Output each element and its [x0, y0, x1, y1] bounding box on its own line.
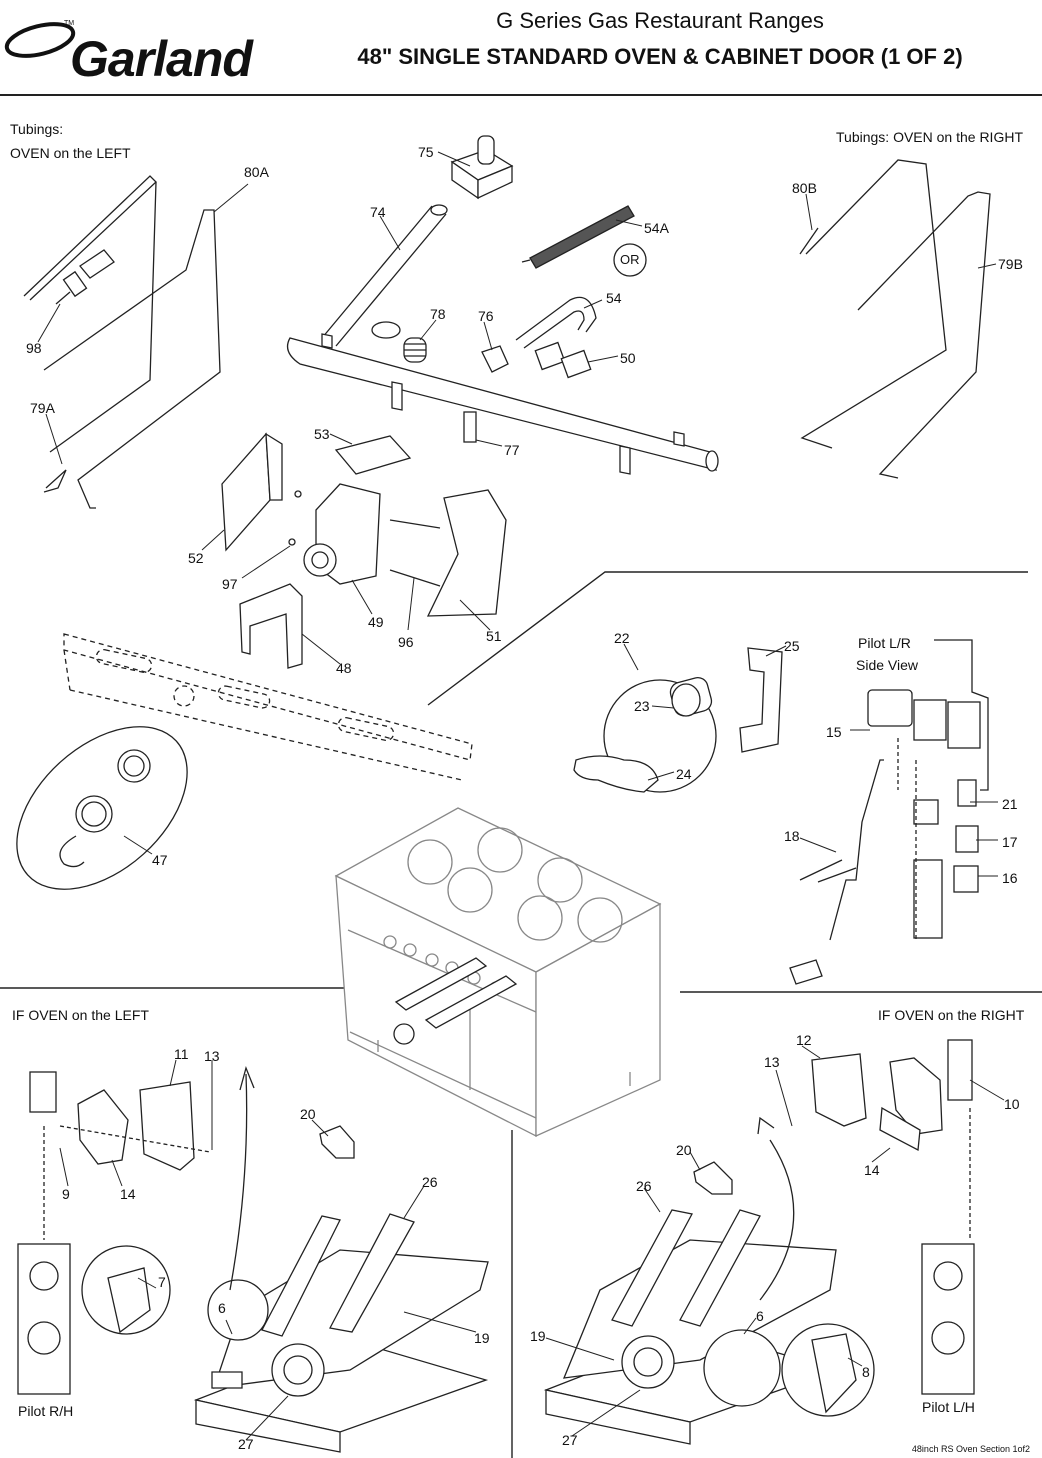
- knob-panel-47: [16, 726, 188, 890]
- tubing-left: [23, 175, 221, 509]
- series-title: G Series Gas Restaurant Ranges: [496, 8, 824, 33]
- part-54a: 54A: [644, 220, 669, 236]
- oven-left-label: IF OVEN on the LEFT: [12, 1007, 149, 1023]
- left-burner-assembly: [193, 1065, 489, 1453]
- part-79a: 79A: [30, 400, 55, 416]
- part-9: 9: [62, 1186, 70, 1202]
- part-47: 47: [152, 852, 168, 868]
- brand-name: Garland: [70, 31, 253, 87]
- pilot-bracket-left: [17, 1071, 211, 1395]
- valve-assembly: [221, 432, 507, 669]
- logo-swoosh-icon: [4, 22, 76, 58]
- part-21: 21: [1002, 796, 1018, 812]
- part-49: 49: [368, 614, 384, 630]
- part-19-left: 19: [474, 1330, 490, 1346]
- tubings-left-label: Tubings:: [10, 121, 64, 137]
- page-title: 48" SINGLE STANDARD OVEN & CABINET DOOR …: [357, 44, 963, 69]
- part-22: 22: [614, 630, 630, 646]
- part-78: 78: [430, 306, 446, 322]
- garland-logo: TM Garland: [4, 8, 304, 87]
- section-dividers: [0, 571, 1042, 1458]
- page-footer: 48inch RS Oven Section 1of2: [911, 1444, 1030, 1454]
- part-19-right: 19: [530, 1328, 546, 1344]
- part-76: 76: [478, 308, 494, 324]
- part-54: 54: [606, 290, 622, 306]
- part-13-left: 13: [204, 1048, 220, 1064]
- fittings: [371, 321, 592, 443]
- part-15: 15: [826, 724, 842, 740]
- part-52: 52: [188, 550, 204, 566]
- right-burner-assembly: [543, 1116, 839, 1445]
- elbow-group: [573, 647, 783, 793]
- range-body: [334, 807, 662, 1138]
- part-75: 75: [418, 144, 434, 160]
- part-24: 24: [676, 766, 692, 782]
- pilot-side-subtitle: Side View: [856, 657, 919, 673]
- part-26-right: 26: [636, 1178, 652, 1194]
- tubing-right: [799, 159, 991, 479]
- part-6-left: 6: [218, 1300, 226, 1316]
- part-26-left: 26: [422, 1174, 438, 1190]
- part-80a: 80A: [244, 164, 269, 180]
- part-97: 97: [222, 576, 238, 592]
- part-77: 77: [504, 442, 520, 458]
- part-16: 16: [1002, 870, 1018, 886]
- part-20-right: 20: [676, 1142, 692, 1158]
- header-divider: [0, 94, 1042, 96]
- flex-hose: [521, 205, 635, 269]
- part-50: 50: [620, 350, 636, 366]
- regulator-75: [450, 135, 514, 200]
- part-12: 12: [796, 1032, 812, 1048]
- part-53: 53: [314, 426, 330, 442]
- part-11: 11: [174, 1046, 189, 1062]
- part-8: 8: [862, 1364, 870, 1380]
- pilot-rh-label: Pilot R/H: [18, 1403, 74, 1419]
- part-98: 98: [26, 340, 42, 356]
- part-18: 18: [784, 828, 800, 844]
- part-25: 25: [784, 638, 800, 654]
- fitting-98: [55, 249, 115, 305]
- part-13-right: 13: [764, 1054, 780, 1070]
- part-14-left: 14: [120, 1186, 136, 1202]
- pilot-lh-label: Pilot L/H: [922, 1399, 975, 1415]
- part-27-right: 27: [562, 1432, 578, 1448]
- tubings-right-label: Tubings: OVEN on the RIGHT: [836, 129, 1023, 145]
- oven-right-label: IF OVEN on the RIGHT: [878, 1007, 1025, 1023]
- part-6-right: 6: [756, 1308, 764, 1324]
- or-circle: [613, 243, 647, 277]
- range-burner-highlight: [393, 957, 518, 1045]
- trademark-mark: TM: [64, 20, 75, 27]
- or-label: OR: [620, 252, 640, 267]
- part-96: 96: [398, 634, 414, 650]
- manifold-pipe: [286, 204, 719, 475]
- page-header: TM Garland G Series Gas Restaurant Range…: [0, 0, 1042, 94]
- pilot-side-label: Pilot L/R: [858, 635, 911, 651]
- part-10: 10: [1004, 1096, 1020, 1112]
- part-27-left: 27: [238, 1436, 254, 1452]
- pilot-side-view: [789, 639, 989, 985]
- part-80b: 80B: [792, 180, 817, 196]
- pilot-bracket-right: [781, 1039, 975, 1417]
- part-17: 17: [1002, 834, 1018, 850]
- part-23: 23: [634, 698, 650, 714]
- tubings-left-subtitle: OVEN on the LEFT: [10, 145, 131, 161]
- part-7: 7: [158, 1274, 166, 1290]
- part-20-left: 20: [300, 1106, 316, 1122]
- control-panel: [63, 633, 473, 781]
- part-74: 74: [370, 204, 386, 220]
- part-14-right: 14: [864, 1162, 880, 1178]
- part-79b: 79B: [998, 256, 1023, 272]
- part-48: 48: [336, 660, 352, 676]
- leader-lines: [37, 151, 1005, 1441]
- u-tube: [515, 296, 597, 349]
- part-51: 51: [486, 628, 502, 644]
